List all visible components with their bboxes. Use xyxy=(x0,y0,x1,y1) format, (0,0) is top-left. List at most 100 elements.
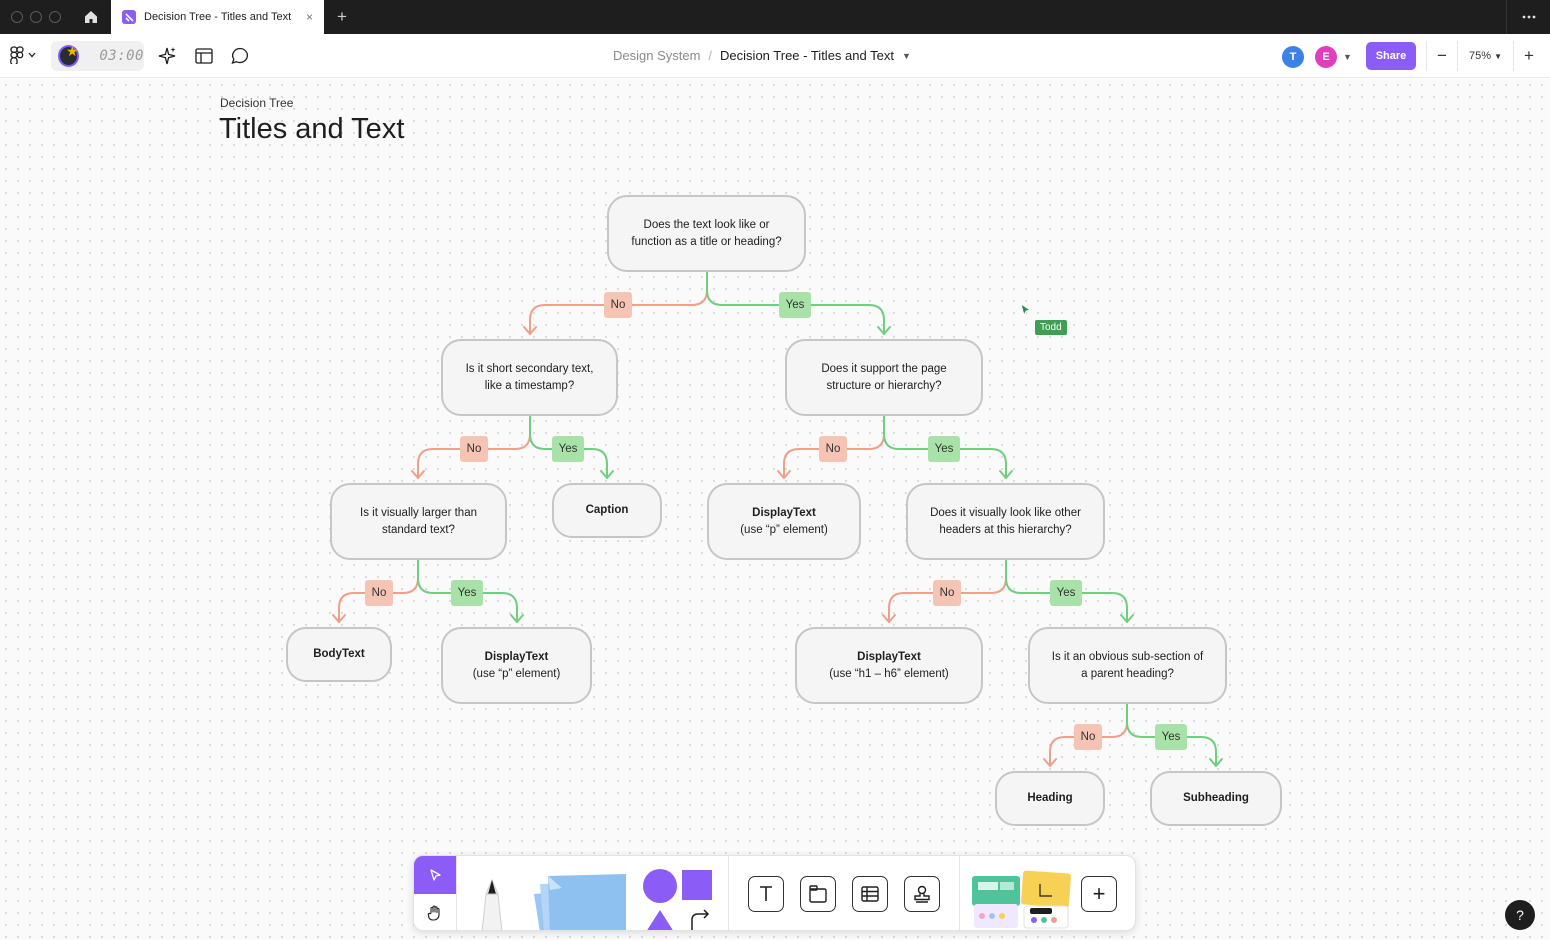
marker-tool[interactable] xyxy=(470,868,514,931)
node-result-title: DisplayText xyxy=(857,651,921,663)
comment-icon xyxy=(231,47,249,65)
branch-label-no[interactable]: No xyxy=(1074,724,1102,750)
text-tool[interactable] xyxy=(748,876,784,912)
branch-label-no[interactable]: No xyxy=(365,580,393,606)
node-result-detail: (use “p” element) xyxy=(740,523,828,536)
node-text-line: Is it short secondary text, xyxy=(465,363,594,375)
question-node-sub-section[interactable]: Is it an obvious sub-section of a parent… xyxy=(1028,627,1227,704)
node-text-line: function as a title or heading? xyxy=(631,235,782,248)
node-result-title: DisplayText xyxy=(752,507,816,519)
result-node-caption[interactable]: Caption xyxy=(552,483,662,538)
home-button[interactable] xyxy=(72,0,110,34)
result-node-displaytext-p[interactable]: DisplayText (use “p” element) xyxy=(707,483,861,560)
question-node-short-secondary[interactable]: Is it short secondary text, like a times… xyxy=(441,339,618,416)
timer-value: 03:00 xyxy=(99,48,144,64)
help-button[interactable]: ? xyxy=(1505,900,1535,930)
templates-thumbnail[interactable] xyxy=(970,868,1074,930)
node-text-line: a parent heading? xyxy=(1081,667,1174,680)
branch-label-yes[interactable]: Yes xyxy=(1050,580,1082,606)
branch-label-no[interactable]: No xyxy=(604,292,632,318)
window-zoom-dot[interactable] xyxy=(49,11,61,23)
table-icon xyxy=(861,886,879,902)
node-text-line: Is it an obvious sub-section of xyxy=(1051,651,1204,663)
result-node-displaytext-h[interactable]: DisplayText (use “h1 – h6” element) xyxy=(795,627,983,704)
node-text-line: Is it visually larger than xyxy=(360,507,477,519)
dock-divider xyxy=(728,856,729,930)
collaborator-cursor-label: Todd xyxy=(1035,320,1067,335)
breadcrumb-separator: / xyxy=(708,48,713,63)
node-result-detail: (use “h1 – h6” element) xyxy=(829,667,949,680)
ai-actions-button[interactable] xyxy=(156,45,178,67)
more-tools-button[interactable]: + xyxy=(1081,876,1117,912)
more-options-button[interactable] xyxy=(1506,0,1550,34)
creation-dock: + xyxy=(413,855,1136,931)
hand-tool[interactable] xyxy=(414,894,456,930)
branch-label-yes[interactable]: Yes xyxy=(1155,724,1187,750)
comment-button[interactable] xyxy=(229,45,251,67)
zoom-level: 75% xyxy=(1468,50,1492,62)
timer-user-avatar xyxy=(58,45,80,67)
window-minimize-dot[interactable] xyxy=(30,11,42,23)
collaborator-avatar-e[interactable]: E xyxy=(1315,46,1337,68)
node-text-line: Does it visually look like other xyxy=(930,507,1081,519)
branch-label-yes[interactable]: Yes xyxy=(552,436,584,462)
node-result-title: Heading xyxy=(1027,792,1073,805)
cursor-arrow-icon xyxy=(430,869,441,881)
main-menu-button[interactable] xyxy=(10,46,36,64)
branch-label-yes[interactable]: Yes xyxy=(779,292,811,318)
result-node-displaytext-p[interactable]: DisplayText (use “p” element) xyxy=(441,627,592,704)
select-tool[interactable] xyxy=(414,856,456,894)
zoom-level-dropdown[interactable]: 75% ▼ xyxy=(1457,41,1514,71)
dock-divider xyxy=(959,856,960,930)
breadcrumb: Design System / Decision Tree - Titles a… xyxy=(613,48,911,63)
result-node-heading[interactable]: Heading xyxy=(995,771,1105,826)
branch-label-no[interactable]: No xyxy=(460,436,488,462)
question-node-title-or-heading[interactable]: Does the text look like or function as a… xyxy=(607,195,806,272)
result-node-bodytext[interactable]: BodyText xyxy=(286,627,392,682)
node-result-detail: (use “p” element) xyxy=(472,667,561,680)
branch-label-yes[interactable]: Yes xyxy=(928,436,960,462)
shapes-tool[interactable] xyxy=(640,868,716,931)
zoom-out-button[interactable]: − xyxy=(1437,46,1447,65)
ellipsis-icon xyxy=(1522,15,1535,19)
node-result-title: Caption xyxy=(585,504,629,517)
chevron-down-icon[interactable]: ▼ xyxy=(901,50,911,61)
table-tool[interactable] xyxy=(852,876,888,912)
layout-button[interactable] xyxy=(193,45,215,67)
collaborator-cursor-icon xyxy=(1020,303,1031,317)
branch-label-no[interactable]: No xyxy=(819,436,847,462)
node-text-line: structure or hierarchy? xyxy=(826,379,942,392)
tab-close-icon[interactable]: × xyxy=(305,10,313,24)
collaborator-avatar-t[interactable]: T xyxy=(1282,46,1304,68)
result-node-subheading[interactable]: Subheading xyxy=(1150,771,1282,826)
share-button[interactable]: Share xyxy=(1366,42,1416,70)
breadcrumb-file-name[interactable]: Decision Tree - Titles and Text xyxy=(720,48,894,63)
section-tool[interactable] xyxy=(800,876,836,912)
hand-icon xyxy=(427,905,440,921)
question-node-look-like-headers[interactable]: Does it visually look like other headers… xyxy=(906,483,1105,560)
sticky-note-tool[interactable] xyxy=(528,870,628,931)
node-result-title: DisplayText xyxy=(484,651,549,663)
question-node-page-structure[interactable]: Does it support the page structure or hi… xyxy=(785,339,983,416)
home-icon xyxy=(85,11,97,23)
file-tab[interactable]: Decision Tree - Titles and Text × xyxy=(111,0,324,34)
branch-label-yes[interactable]: Yes xyxy=(451,580,483,606)
node-text-line: Does the text look like or xyxy=(643,219,770,231)
question-node-visually-larger[interactable]: Is it visually larger than standard text… xyxy=(330,483,507,560)
node-result-title: Subheading xyxy=(1183,792,1249,805)
node-text-line: standard text? xyxy=(382,523,455,536)
zoom-controls: − 75% ▼ + xyxy=(1426,41,1544,71)
breadcrumb-project[interactable]: Design System xyxy=(613,48,701,63)
branch-label-no[interactable]: No xyxy=(933,580,961,606)
chevron-down-icon xyxy=(28,52,36,58)
node-text-line: headers at this hierarchy? xyxy=(939,523,1072,536)
node-text-line: like a timestamp? xyxy=(484,379,575,392)
chevron-down-icon[interactable]: ▼ xyxy=(1343,52,1352,62)
window-close-dot[interactable] xyxy=(11,11,23,23)
zoom-in-button[interactable]: + xyxy=(1524,46,1534,65)
new-tab-button[interactable]: + xyxy=(337,7,347,26)
stamp-tool[interactable] xyxy=(904,876,940,912)
layout-icon xyxy=(195,48,213,64)
star-icon: ★ xyxy=(66,43,79,59)
timer-widget[interactable]: ★ 03:00 xyxy=(51,41,144,71)
